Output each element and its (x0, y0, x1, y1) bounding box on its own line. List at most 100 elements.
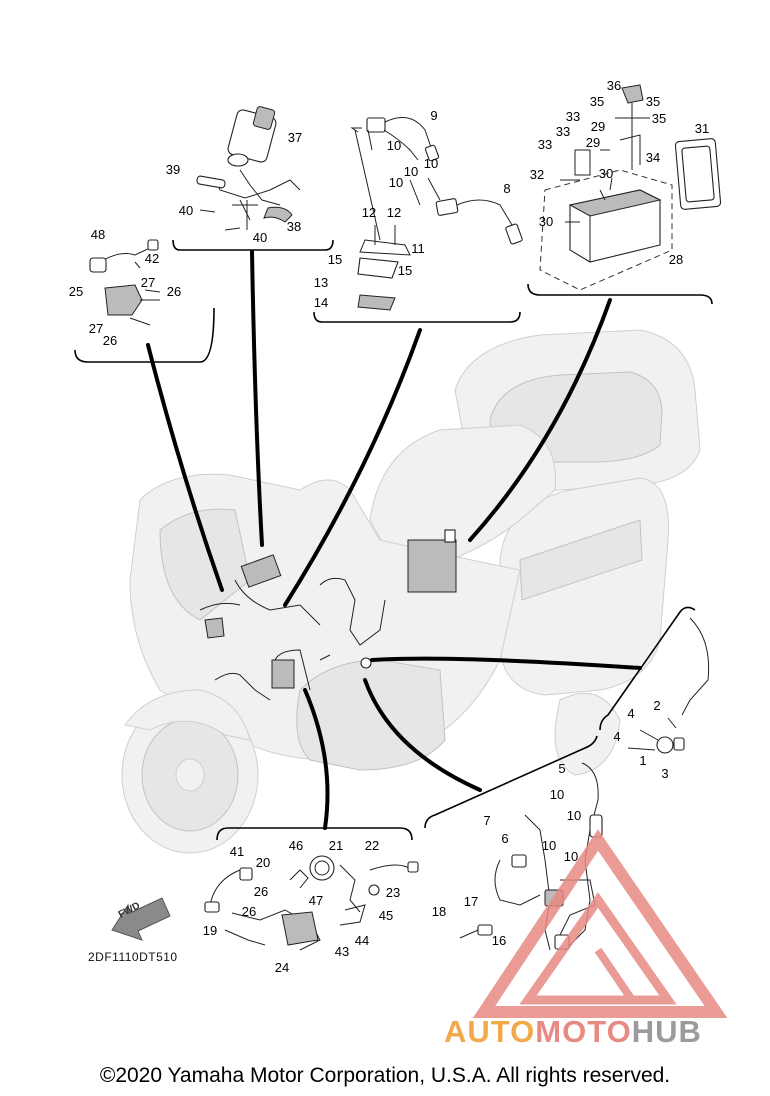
group-sensor-harness (89, 239, 161, 326)
callout-number: 3 (661, 766, 668, 781)
brand-part-auto: AUTO (444, 1014, 536, 1049)
group-side-sensor (627, 617, 710, 754)
callout-number: 8 (503, 181, 510, 196)
callout-number: 40 (253, 230, 267, 245)
components-on-bike (199, 554, 386, 701)
battery-on-bike (407, 539, 457, 593)
leader-line-48 (146, 343, 224, 592)
callout-number: 28 (669, 252, 683, 267)
callout-number: 32 (530, 167, 544, 182)
callout-number: 10 (567, 808, 581, 823)
leader-line-1 (370, 656, 642, 670)
callout-number: 42 (145, 251, 159, 266)
leader-line-8 (283, 328, 422, 607)
callout-number: 27 (89, 321, 103, 336)
callout-number: 30 (539, 214, 553, 229)
callout-number: 10 (542, 838, 556, 853)
callout-number: 4 (613, 729, 620, 744)
callout-number: 20 (256, 855, 270, 870)
group-starter-motor (196, 106, 301, 231)
callout-number: 31 (695, 121, 709, 136)
callout-number: 33 (538, 137, 552, 152)
group-bracket-37 (172, 239, 334, 251)
leader-line-37 (250, 250, 264, 547)
callout-number: 23 (386, 885, 400, 900)
callout-number: 4 (627, 706, 634, 721)
callout-number: 14 (314, 295, 328, 310)
callout-number: 1 (639, 753, 646, 768)
callout-number: 9 (430, 108, 437, 123)
group-bracket-28 (527, 283, 713, 305)
callout-number: 33 (556, 124, 570, 139)
forward-arrow-icon (111, 897, 171, 941)
callout-number: 6 (501, 831, 508, 846)
callout-number: 29 (586, 135, 600, 150)
diagram-code: 2DF1110DT510 (88, 950, 178, 964)
callout-number: 15 (398, 263, 412, 278)
group-bracket-24 (216, 827, 413, 841)
callout-number: 38 (287, 219, 301, 234)
callout-number: 12 (362, 205, 376, 220)
callout-number: 12 (387, 205, 401, 220)
callout-number: 10 (424, 156, 438, 171)
callout-number: 34 (646, 150, 660, 165)
callout-number: 44 (355, 933, 369, 948)
callout-number: 25 (69, 284, 83, 299)
callout-number: 45 (379, 908, 393, 923)
brand-part-hub: HUB (631, 1014, 702, 1049)
callout-number: 24 (275, 960, 289, 975)
callout-number: 11 (411, 241, 425, 256)
callout-number: 36 (607, 78, 621, 93)
battery-terminal (444, 529, 456, 543)
automotohub-logo-mark (472, 829, 728, 1018)
group-relay-harness (350, 117, 523, 311)
group-bracket-48 (74, 307, 215, 363)
callout-number: 35 (646, 94, 660, 109)
callout-number: 27 (141, 275, 155, 290)
group-bracket-8 (313, 311, 521, 323)
brand-watermark: AUTOMOTOHUB (444, 1014, 702, 1050)
copyright-notice: ©2020 Yamaha Motor Corporation, U.S.A. A… (99, 1064, 671, 1087)
callout-number: 30 (599, 166, 613, 181)
callout-number: 39 (166, 162, 180, 177)
group-bracket-1 (599, 606, 696, 731)
callout-number: 15 (328, 252, 342, 267)
callout-number: 43 (335, 944, 349, 959)
callout-number: 21 (329, 838, 343, 853)
leader-line-28 (468, 298, 612, 542)
callout-number: 26 (254, 884, 268, 899)
callout-number: 47 (309, 893, 323, 908)
callout-number: 18 (432, 904, 446, 919)
callout-number: 10 (550, 787, 564, 802)
callout-number: 33 (566, 109, 580, 124)
group-ecu-harness (204, 855, 419, 951)
callout-number: 37 (288, 130, 302, 145)
callout-number: 26 (103, 333, 117, 348)
callout-number: 13 (314, 275, 328, 290)
callout-number: 48 (91, 227, 105, 242)
callout-number: 19 (203, 923, 217, 938)
callout-number: 16 (492, 933, 506, 948)
callout-number: 35 (652, 111, 666, 126)
callout-number: 10 (389, 175, 403, 190)
leader-line-24 (303, 688, 330, 830)
callout-number: 35 (590, 94, 604, 109)
brand-part-moto: MOTO (535, 1014, 632, 1049)
callout-number: 17 (464, 894, 478, 909)
callout-number: 10 (564, 849, 578, 864)
callout-number: 10 (387, 138, 401, 153)
callout-number: 46 (289, 838, 303, 853)
callout-number: 26 (167, 284, 181, 299)
motorcycle-silhouette (121, 329, 701, 854)
leader-line-16 (363, 678, 482, 792)
group-bracket-16 (424, 735, 598, 829)
callout-number: 40 (179, 203, 193, 218)
callout-number: 5 (558, 761, 565, 776)
callout-number: 7 (483, 813, 490, 828)
callout-number: 10 (404, 164, 418, 179)
callout-number: 2 (653, 698, 660, 713)
callout-number: 41 (230, 844, 244, 859)
